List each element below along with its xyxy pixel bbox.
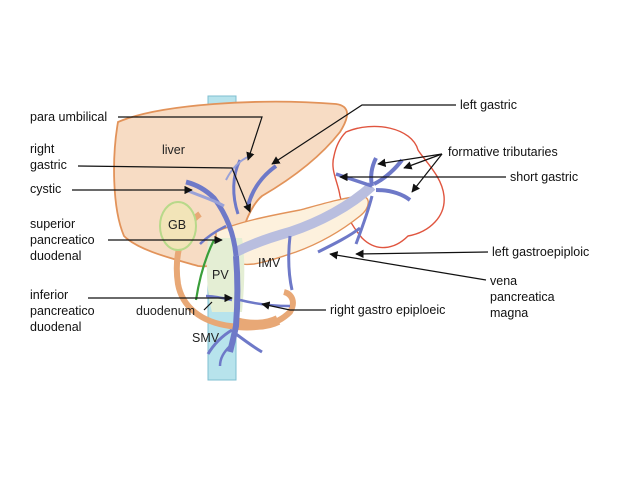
vpm-label-line3: magna <box>490 306 528 320</box>
duodenum-tail <box>234 315 281 330</box>
formative-tributaries-label: formative tributaries <box>448 145 558 159</box>
gastroduodenal-artery <box>194 239 215 301</box>
cystic-label: cystic <box>30 182 61 196</box>
right-gastro-epiploeic-leader <box>261 301 326 311</box>
splenic-tributary-3 <box>375 188 412 202</box>
left-gastric-vein <box>246 164 278 207</box>
inferior-pd-label-line2: pancreatico <box>30 304 95 318</box>
left-gastric-leader <box>271 104 456 165</box>
para-umbilical-label: para umbilical <box>30 110 107 124</box>
splenic-vein <box>233 182 376 257</box>
duodenum-label: duodenum <box>136 304 195 318</box>
liver-label: liver <box>162 143 185 157</box>
smv-label: SMV <box>192 331 220 345</box>
left-gastric-label: left gastric <box>460 98 517 112</box>
short-gastric-vein <box>335 172 373 188</box>
vena-pancreatica-magna <box>354 195 374 245</box>
duodenum-loop <box>173 211 296 331</box>
para-umbilical-leader <box>118 116 263 161</box>
right-gastric-leader <box>77 165 252 213</box>
gallbladder-label: GB <box>168 218 186 232</box>
left-gastroepiploic-leader <box>355 249 489 259</box>
inferior-pd-label-line3: duodenal <box>30 320 81 334</box>
superior-pd-label-line3: duodenal <box>30 249 81 263</box>
right-gastric-label-line1: right <box>30 142 55 156</box>
vpm-label-line2: pancreatica <box>490 290 555 304</box>
superior-pd-label-line1: superior <box>30 217 75 231</box>
imv-label: IMV <box>258 256 281 270</box>
vpm-leader <box>329 251 487 281</box>
short-gastric-label: short gastric <box>510 170 578 184</box>
left-gastroepiploic-label: left gastroepiploic <box>492 245 589 259</box>
splenic-tributary-1 <box>369 157 378 187</box>
vpm-label-line1: vena <box>490 274 517 288</box>
superior-pancreaticoduodenal-vein <box>199 224 227 245</box>
splenic-tributary-2 <box>373 158 404 186</box>
gallbladder <box>159 201 197 251</box>
superior-pd-label-line2: pancreatico <box>30 233 95 247</box>
formative-tributaries-leader-3 <box>411 153 443 193</box>
smv-branch-left <box>206 328 233 355</box>
left-gastroepiploic-vein <box>317 226 361 254</box>
imv <box>287 235 294 291</box>
inferior-pd-label-line1: inferior <box>30 288 68 302</box>
right-gastro-epiploeic-label: right gastro epiploeic <box>330 303 445 317</box>
right-gastric-label-line2: gastric <box>30 158 67 172</box>
duodenum-leader <box>203 301 213 311</box>
spleen <box>332 125 445 249</box>
smv-branch-lower <box>218 345 231 367</box>
formative-tributaries-leader-2 <box>403 153 443 170</box>
smv-branch-right <box>235 332 263 354</box>
portal-trunk <box>185 179 239 257</box>
smv-trunk <box>227 255 241 353</box>
formative-tributaries-leader-1 <box>377 153 443 167</box>
portal-vein-label: PV <box>212 268 229 282</box>
